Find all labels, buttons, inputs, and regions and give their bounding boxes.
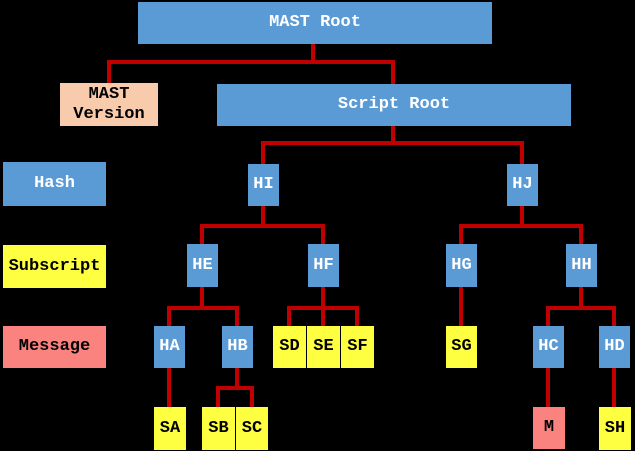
node-script-root: Script Root xyxy=(217,84,571,126)
legend-message: Message xyxy=(3,326,106,368)
connector-line xyxy=(520,206,524,228)
node-sg: SG xyxy=(446,326,477,368)
connector-line xyxy=(200,224,325,228)
node-sd: SD xyxy=(273,326,306,368)
node-sc: SC xyxy=(236,407,268,450)
node-sh: SH xyxy=(599,407,631,450)
connector-line xyxy=(546,368,550,407)
connector-line xyxy=(459,224,583,228)
connector-line xyxy=(216,386,220,407)
node-hd: HD xyxy=(599,326,630,368)
node-hg: HG xyxy=(446,244,477,287)
node-se: SE xyxy=(307,326,340,368)
node-he: HE xyxy=(187,244,218,287)
connector-line xyxy=(287,306,359,310)
node-hh: HH xyxy=(566,244,597,287)
node-hi: HI xyxy=(248,164,279,206)
connector-line xyxy=(459,287,463,326)
node-hc: HC xyxy=(533,326,564,368)
connector-line xyxy=(612,368,616,407)
connector-line xyxy=(216,386,254,390)
connector-line xyxy=(546,306,616,310)
connector-line xyxy=(261,141,265,164)
node-sf: SF xyxy=(341,326,374,368)
connector-line xyxy=(311,44,315,64)
connector-line xyxy=(107,60,395,64)
connector-line xyxy=(321,224,325,244)
connector-line xyxy=(167,368,171,407)
connector-line xyxy=(391,60,395,84)
connector-line xyxy=(235,306,239,326)
connector-line xyxy=(579,224,583,244)
node-sa: SA xyxy=(154,407,186,450)
connector-line xyxy=(261,141,524,145)
connector-line xyxy=(200,224,204,244)
connector-line xyxy=(459,224,463,244)
node-hf: HF xyxy=(308,244,339,287)
legend-hash: Hash xyxy=(3,162,106,206)
connector-line xyxy=(546,306,550,326)
connector-line xyxy=(520,141,524,164)
connector-line xyxy=(167,306,171,326)
node-sb: SB xyxy=(202,407,235,450)
connector-line xyxy=(200,287,204,310)
connector-line xyxy=(579,287,583,310)
node-mast-root: MAST Root xyxy=(138,2,492,44)
legend-subscript: Subscript xyxy=(3,245,106,288)
connector-line xyxy=(391,126,395,145)
node-ha: HA xyxy=(154,326,185,368)
connector-line xyxy=(287,306,291,326)
node-mast-version: MAST Version xyxy=(60,83,158,126)
connector-line xyxy=(167,306,239,310)
node-hj: HJ xyxy=(507,164,538,206)
node-hb: HB xyxy=(222,326,253,368)
node-m: M xyxy=(533,407,565,449)
connector-line xyxy=(250,386,254,407)
connector-line xyxy=(612,306,616,326)
connector-line xyxy=(235,368,239,390)
connector-line xyxy=(107,60,111,83)
connector-line xyxy=(355,306,359,326)
connector-line xyxy=(261,206,265,228)
